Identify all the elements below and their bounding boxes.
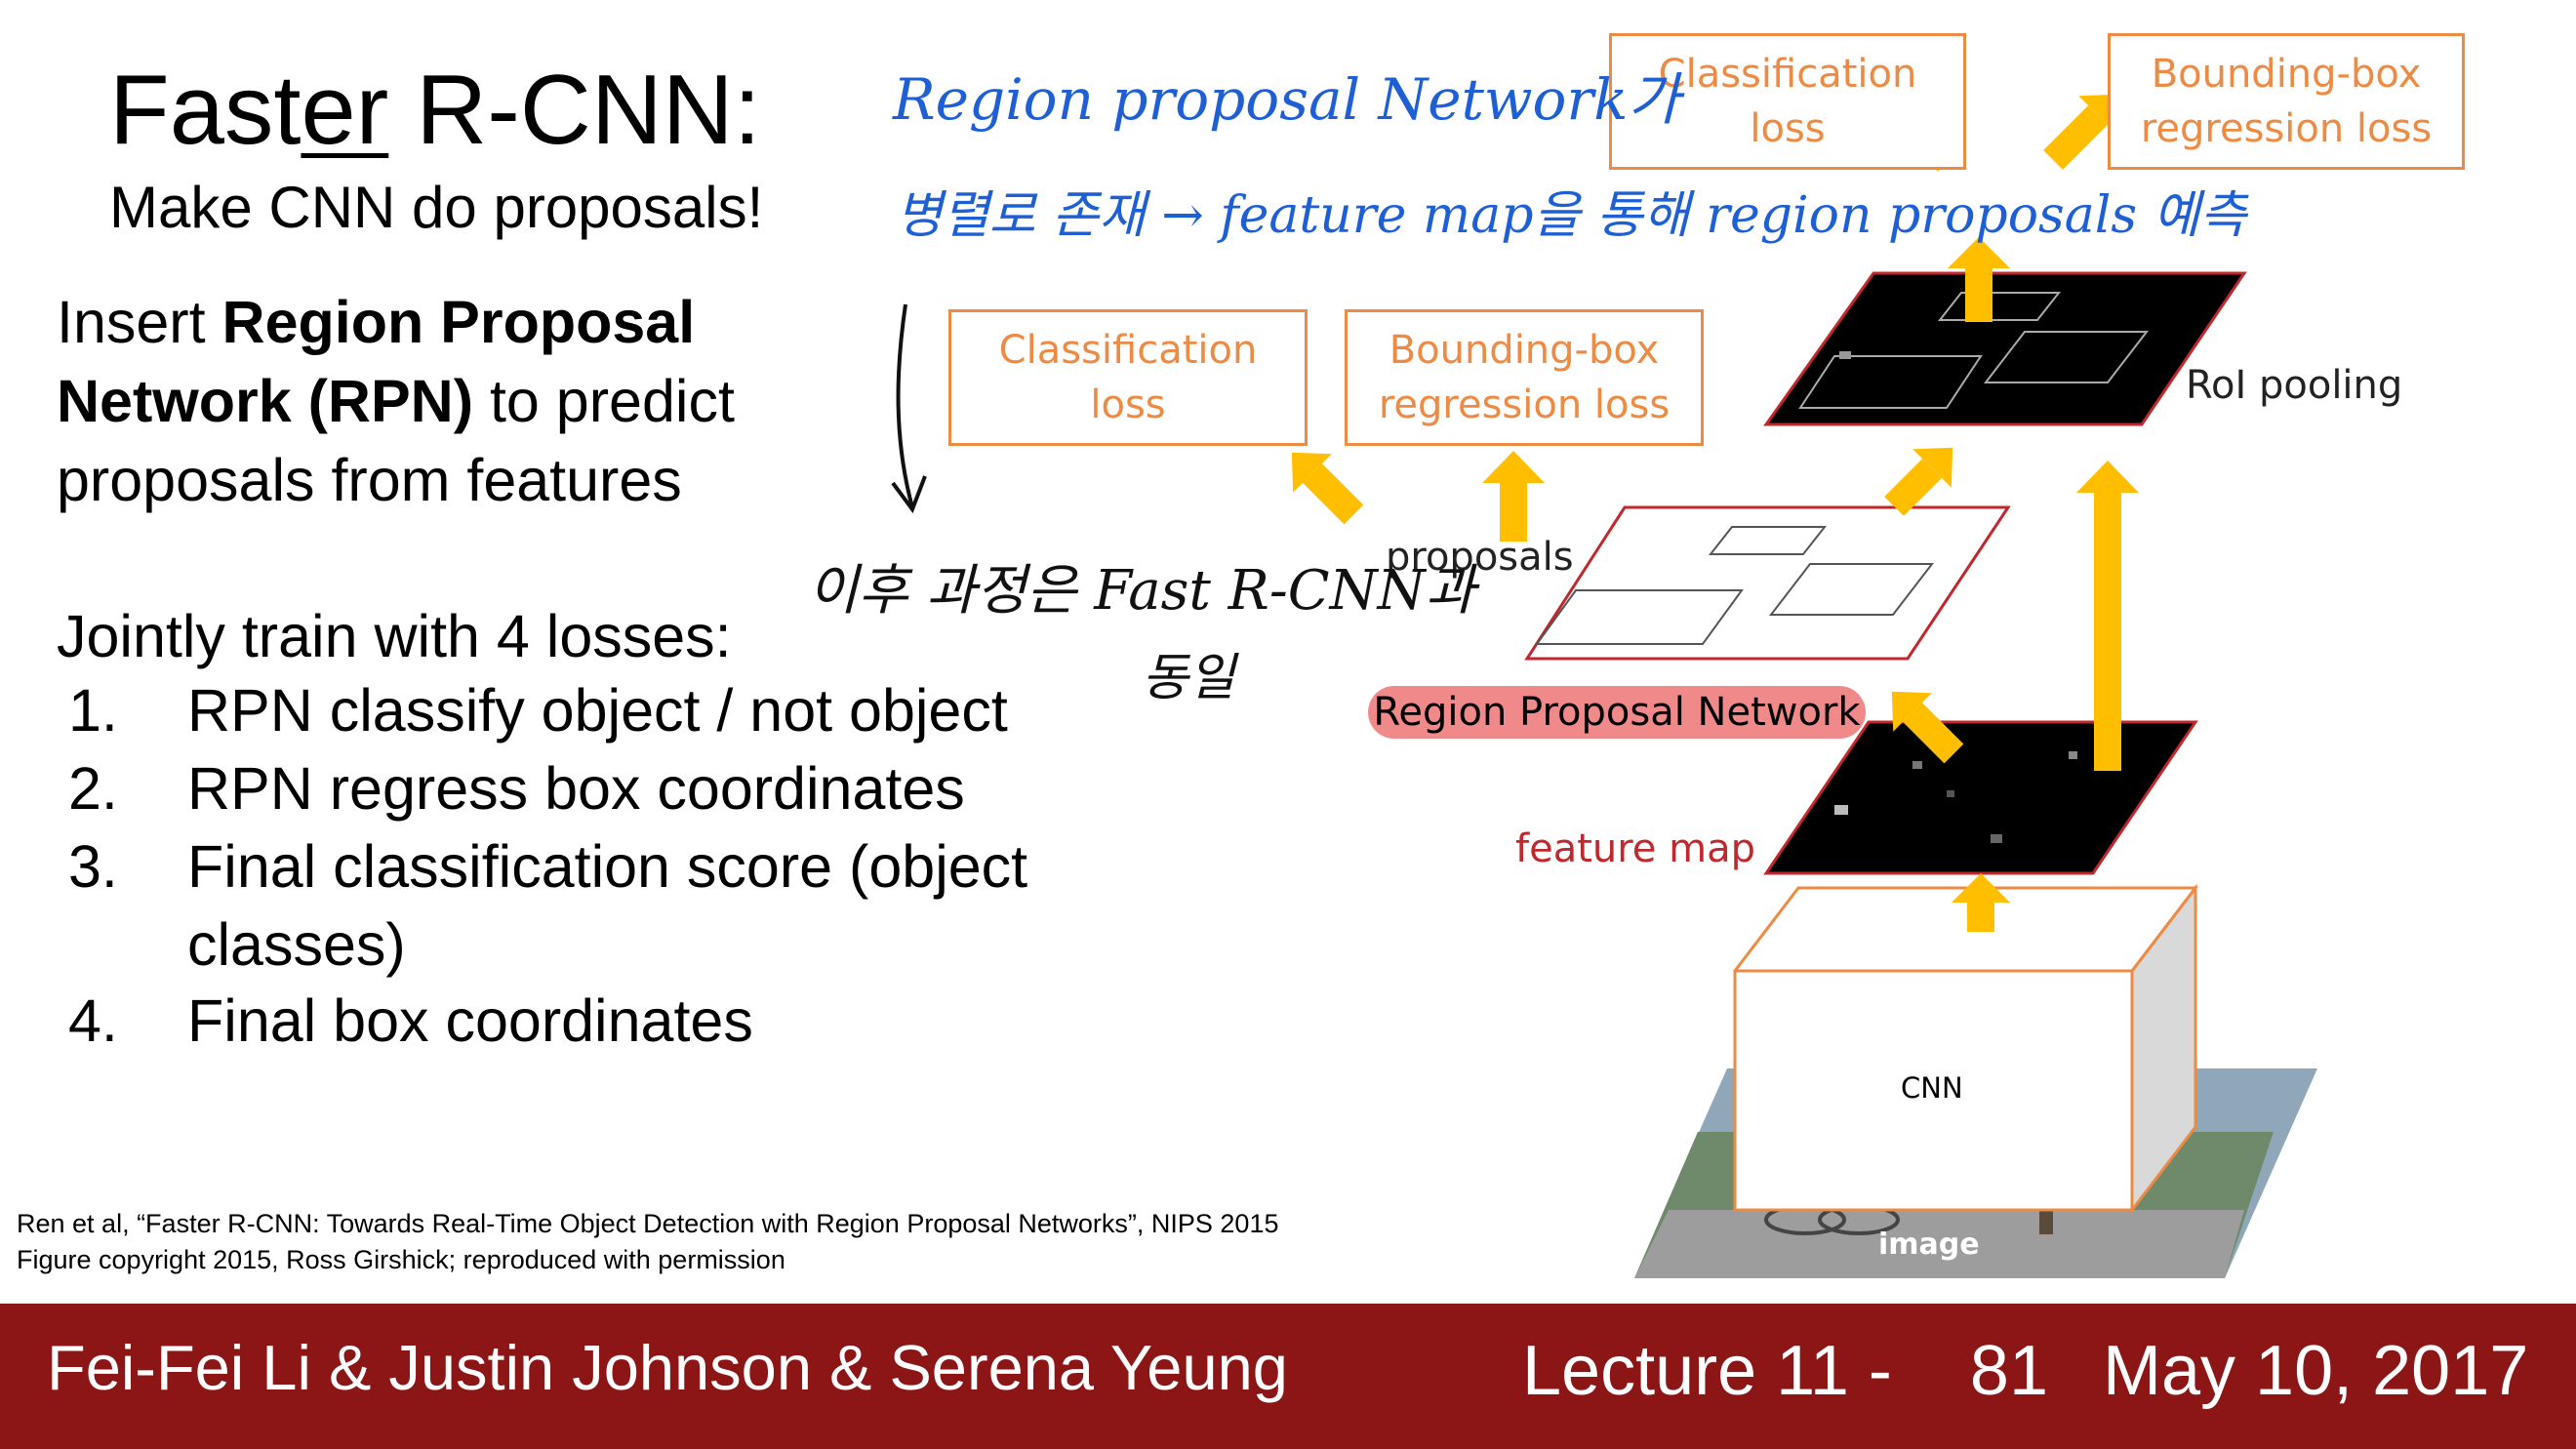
- arrow-featuremap-to-roi: [2076, 461, 2139, 771]
- slide-title: Faster R-CNN:: [109, 56, 761, 165]
- arrow-featuremap-to-rpn: [1891, 691, 1964, 764]
- handwritten-note-line-1: Region proposal Network가: [893, 66, 1680, 133]
- loss-number: 3.: [68, 833, 118, 900]
- handwritten-note-line-3: 이후 과정은 Fast R-CNN과: [808, 559, 1476, 623]
- loss-text: Final classification score (object class…: [187, 833, 1028, 978]
- feature-map: [1763, 720, 2198, 875]
- slide-subtitle: Make CNN do proposals!: [109, 175, 764, 240]
- loss-number: 1.: [68, 677, 118, 744]
- proposals-label: proposals: [1386, 535, 1574, 580]
- arrow-to-mid-bbox-loss: [1482, 451, 1545, 542]
- rpn-label: Region Proposal Network: [1368, 686, 1866, 739]
- arrow-roi-up: [1948, 237, 2010, 322]
- footer-authors: Fei-Fei Li & Justin Johnson & Serena Yeu…: [47, 1332, 1288, 1403]
- arrow-cnn-to-featuremap: [1952, 873, 2010, 932]
- citation-line-1: Ren et al, “Faster R-CNN: Towards Real-T…: [17, 1209, 1279, 1238]
- hand-drawn-arrow: [891, 303, 927, 514]
- handwritten-note-line-4: 동일: [1142, 649, 1235, 707]
- loss-text: RPN regress box coordinates: [187, 755, 965, 822]
- arrow-to-mid-class-loss: [1291, 452, 1364, 525]
- cnn-label: CNN: [1901, 1071, 1963, 1105]
- footer-date: May 10, 2017: [2103, 1332, 2529, 1410]
- citation-line-2: Figure copyright 2015, Ross Girshick; re…: [17, 1245, 785, 1274]
- loss-number: 2.: [68, 755, 118, 822]
- loss-text: Final box coordinates: [187, 987, 753, 1054]
- cnn-block: [1733, 883, 2199, 1215]
- footer-bar: [0, 1304, 2576, 1449]
- proposals-plane: [1524, 505, 2011, 661]
- handwritten-note-line-2: 병렬로 존재 → feature map을 통해 region proposal…: [896, 186, 2247, 245]
- loss-text: RPN classify object / not object: [187, 677, 1008, 744]
- footer-lecture-page: Lecture 11 - 81: [1522, 1332, 2048, 1410]
- arrow-proposals-to-roi: [1884, 447, 1953, 516]
- loss-number: 4.: [68, 987, 118, 1054]
- roi-pooling-label: RoI pooling: [2186, 363, 2403, 408]
- feature-map-label: feature map: [1515, 826, 1755, 871]
- citation: Ren et al, “Faster R-CNN: Towards Real-T…: [17, 1206, 1278, 1278]
- image-label: image: [1878, 1228, 1980, 1262]
- insert-rpn-text: Insert Region Proposal Network (RPN) to …: [57, 289, 735, 513]
- losses-heading: Jointly train with 4 losses:: [57, 603, 732, 669]
- roi-pooling-map: [1763, 271, 2247, 426]
